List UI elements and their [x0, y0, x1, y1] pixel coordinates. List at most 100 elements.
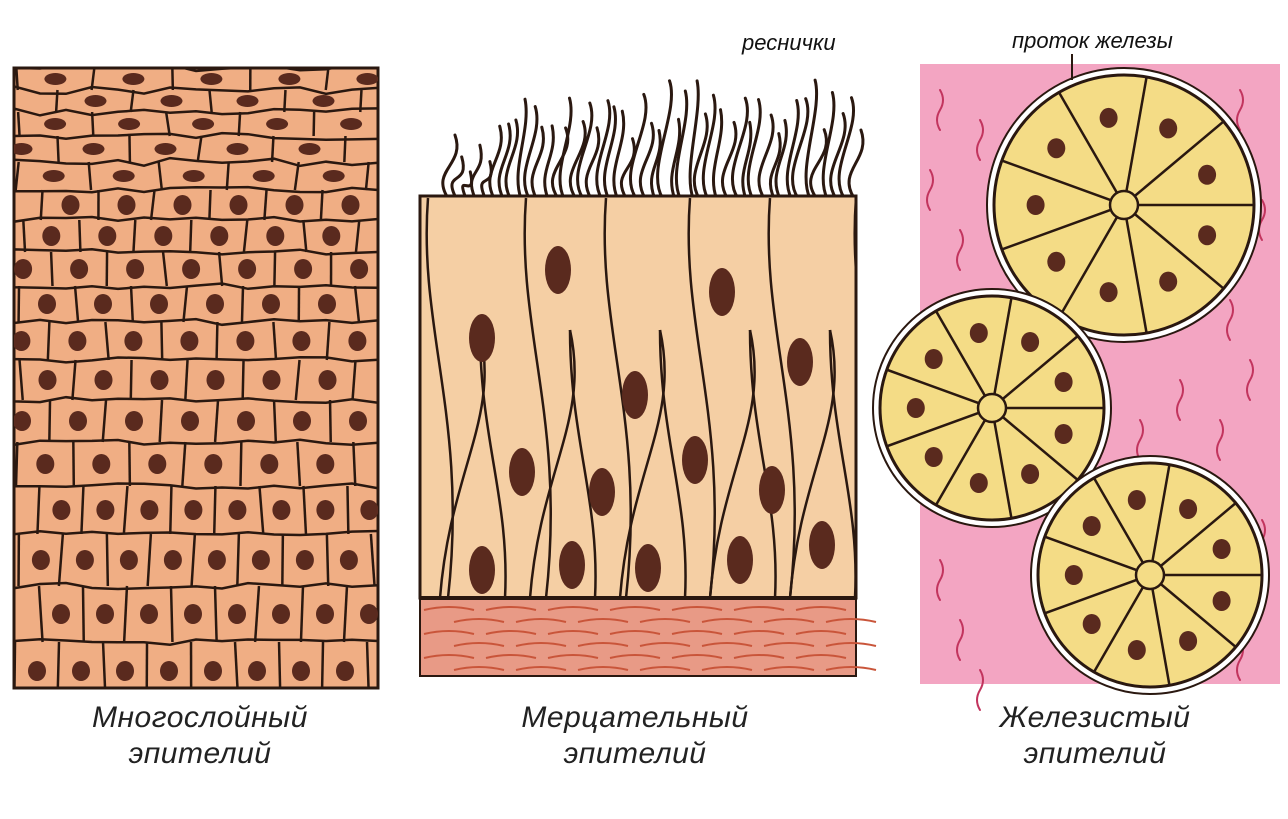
- nucleus: [120, 550, 138, 570]
- nucleus: [125, 411, 143, 431]
- nucleus: [164, 550, 182, 570]
- nucleus: [230, 195, 248, 215]
- nucleus: [98, 226, 116, 246]
- nucleus: [83, 143, 105, 155]
- caption-glandular-line2: эпителий: [945, 736, 1245, 772]
- nucleus: [14, 259, 32, 279]
- nucleus: [1100, 282, 1118, 302]
- nucleus: [42, 226, 60, 246]
- nucleus: [204, 661, 222, 681]
- nucleus: [970, 323, 988, 343]
- nucleus: [155, 143, 177, 155]
- nucleus: [207, 370, 225, 390]
- cell-side-boundary: [209, 190, 210, 220]
- nucleus: [237, 411, 255, 431]
- nucleus: [316, 500, 334, 520]
- nucleus: [356, 73, 378, 85]
- cell-side-boundary: [171, 586, 172, 642]
- cell-side-boundary: [92, 112, 93, 136]
- nucleus: [970, 473, 988, 493]
- nucleus: [545, 246, 571, 294]
- nucleus: [13, 411, 31, 431]
- nucleus: [38, 294, 56, 314]
- nucleus: [1027, 195, 1045, 215]
- nucleus: [62, 195, 80, 215]
- cell-side-boundary: [170, 486, 171, 534]
- cell-side-boundary: [327, 534, 328, 586]
- nucleus: [52, 604, 70, 624]
- cell-side-boundary: [129, 442, 130, 486]
- nucleus: [184, 500, 202, 520]
- ciliated-epithelium-panel: [420, 80, 881, 676]
- cell-side-boundary: [48, 322, 50, 360]
- cell-side-boundary: [79, 220, 80, 252]
- cell-side-boundary: [347, 486, 348, 534]
- cell-side-boundary: [16, 442, 17, 486]
- nucleus: [1065, 565, 1083, 585]
- cell-side-boundary: [282, 534, 283, 586]
- nucleus: [1083, 614, 1101, 634]
- cell-side-boundary: [83, 586, 84, 642]
- cell-side-boundary: [279, 642, 280, 700]
- nucleus: [36, 454, 54, 474]
- nucleus: [1021, 464, 1039, 484]
- caption-ciliated-line2: эпителий: [470, 736, 800, 772]
- nucleus: [349, 411, 367, 431]
- nucleus: [350, 259, 368, 279]
- cell-side-boundary: [190, 220, 191, 252]
- nucleus: [323, 170, 345, 182]
- cilia-label: реснички: [742, 30, 836, 56]
- nucleus: [39, 370, 57, 390]
- nucleus: [1159, 272, 1177, 292]
- nucleus: [238, 259, 256, 279]
- nucleus: [907, 398, 925, 418]
- nucleus: [1198, 225, 1216, 245]
- nucleus: [1055, 372, 1073, 392]
- nucleus: [589, 468, 615, 516]
- cell-side-boundary: [56, 90, 57, 112]
- nucleus: [95, 370, 113, 390]
- nucleus: [69, 411, 87, 431]
- nucleus: [260, 454, 278, 474]
- nucleus: [184, 604, 202, 624]
- nucleus: [113, 170, 135, 182]
- nucleus: [248, 661, 266, 681]
- nucleus: [150, 294, 168, 314]
- nucleus: [336, 661, 354, 681]
- caption-glandular-line1: Железистый: [945, 700, 1245, 736]
- cell-side-boundary: [214, 486, 215, 534]
- cell-side-boundary: [161, 322, 162, 360]
- nucleus: [278, 73, 300, 85]
- nucleus: [469, 546, 495, 594]
- nucleus: [316, 604, 334, 624]
- glandular-epithelium-panel: [873, 54, 1280, 710]
- caption-stratified-line1: Многослойный: [40, 700, 360, 736]
- cell-side-boundary: [217, 322, 218, 360]
- nucleus: [1021, 332, 1039, 352]
- nucleus: [348, 331, 366, 351]
- nucleus: [1128, 640, 1146, 660]
- nucleus: [200, 73, 222, 85]
- nucleus: [85, 95, 107, 107]
- stratified-epithelium-panel: [11, 65, 379, 700]
- cilium: [506, 120, 518, 198]
- nucleus: [192, 118, 214, 130]
- nucleus: [148, 454, 166, 474]
- cilium: [849, 130, 863, 198]
- nucleus: [228, 604, 246, 624]
- cell-side-boundary: [274, 252, 275, 286]
- nucleus: [292, 661, 310, 681]
- nucleus: [92, 454, 110, 474]
- nucleus: [272, 500, 290, 520]
- nucleus: [76, 550, 94, 570]
- nucleus: [292, 331, 310, 351]
- nucleus: [318, 294, 336, 314]
- connective-tissue-layer: [420, 598, 856, 676]
- caption-stratified: Многослойный эпителий: [40, 700, 360, 772]
- nucleus: [140, 500, 158, 520]
- cell-side-boundary: [321, 190, 323, 220]
- nucleus: [96, 500, 114, 520]
- nucleus: [809, 521, 835, 569]
- nucleus: [206, 294, 224, 314]
- nucleus: [160, 661, 178, 681]
